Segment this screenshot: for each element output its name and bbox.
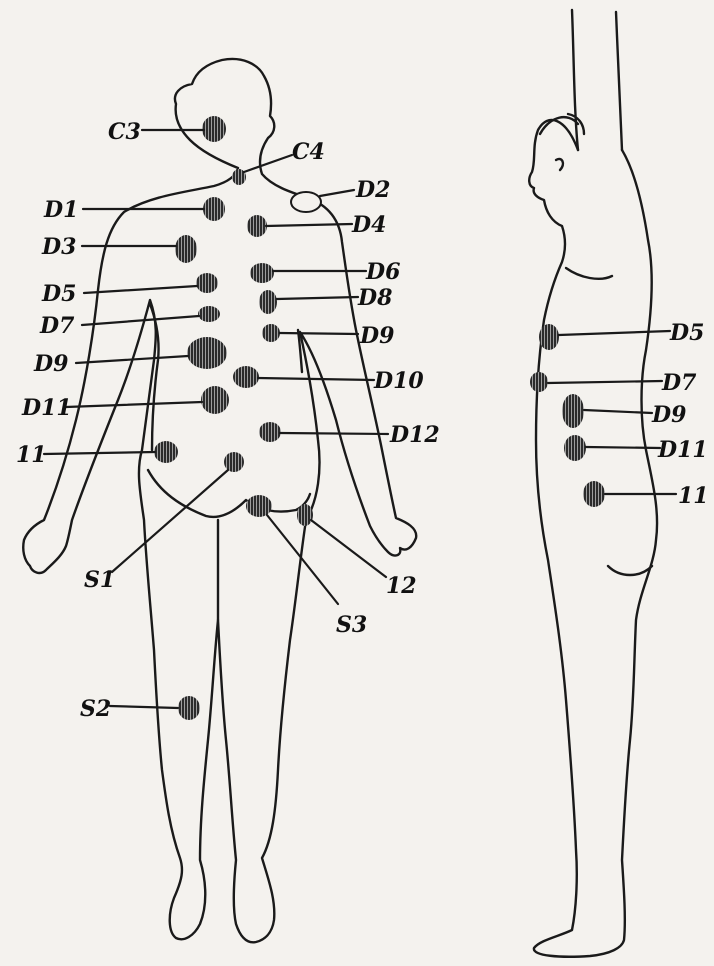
label-d12: D12 [389, 422, 440, 448]
spot-s1 [224, 452, 244, 472]
label-d6: D6 [365, 259, 400, 285]
spot-l1 [154, 441, 178, 463]
spot-d6 [250, 263, 274, 283]
label-d7: D7 [39, 313, 75, 339]
leader-d9-right [280, 333, 358, 334]
spot-d3 [175, 235, 197, 263]
label-d11: D11 [21, 395, 72, 421]
spot-s3 [246, 495, 272, 517]
label-s2: S2 [80, 696, 111, 722]
spot-d7 [198, 306, 220, 322]
leader-d5 [84, 286, 197, 293]
back-buttock-line [148, 470, 310, 517]
label-s3: S3 [336, 612, 367, 638]
spot-d1 [203, 197, 225, 221]
leader-s1 [112, 470, 228, 572]
label-l2: 12 [386, 573, 417, 599]
leader-d8 [277, 297, 358, 299]
side-spot-d11 [564, 435, 586, 461]
label-c3: C3 [108, 119, 141, 145]
side-label-d7: D7 [661, 370, 697, 396]
label-d2: D2 [355, 177, 390, 203]
leader-c4 [244, 155, 292, 172]
side-body-outline [529, 120, 657, 957]
label-l1: 11 [16, 442, 47, 468]
leader-l1 [44, 452, 155, 454]
side-chin-line [566, 268, 612, 279]
spot-d4 [247, 215, 267, 237]
side-spot-d5 [539, 324, 559, 350]
side-buttock-line [608, 566, 652, 575]
label-d1: D1 [43, 197, 78, 223]
side-ear [556, 159, 563, 170]
label-d9-left: D9 [33, 351, 68, 377]
spot-d10 [233, 366, 259, 388]
label-d8: D8 [357, 285, 392, 311]
side-spot-d9 [562, 394, 584, 428]
spot-d9-left [187, 337, 227, 369]
back-view-spots [154, 116, 321, 720]
leader-d7 [82, 316, 199, 325]
side-spot-d7 [530, 372, 548, 392]
leader-d11 [66, 402, 202, 407]
leader-s2 [110, 706, 178, 708]
label-d9-right: D9 [359, 323, 394, 349]
side-leader-d11 [586, 447, 660, 448]
side-leader-d5 [559, 331, 670, 335]
spot-d11 [201, 386, 229, 414]
spot-d12 [259, 422, 281, 442]
label-s1: S1 [84, 567, 115, 593]
side-spot-l1 [583, 481, 605, 507]
spot-s2 [178, 696, 200, 720]
leader-d12 [280, 433, 388, 434]
side-leader-d7 [548, 381, 662, 383]
label-d10: D10 [373, 368, 424, 394]
side-label-d11: D11 [657, 437, 708, 463]
leader-d10 [258, 378, 374, 380]
side-label-d9: D9 [651, 402, 686, 428]
leader-s3 [267, 515, 338, 604]
label-c4: C4 [292, 139, 325, 165]
spot-d9-right [262, 324, 280, 342]
side-label-d5: D5 [669, 320, 704, 346]
label-d3: D3 [41, 234, 76, 260]
side-label-l1: 11 [678, 483, 709, 509]
spot-d8 [259, 290, 277, 314]
leader-l2 [311, 520, 386, 577]
label-d4: D4 [351, 212, 386, 238]
side-raised-arm [572, 10, 622, 150]
side-view-labels: D5 D7 D9 D11 11 [651, 320, 709, 509]
spot-d2 [291, 192, 321, 212]
leader-d2 [320, 190, 354, 196]
spot-d5 [196, 273, 218, 293]
spot-c3 [202, 116, 226, 142]
spot-l2 [297, 504, 313, 526]
label-d5: D5 [41, 281, 76, 307]
